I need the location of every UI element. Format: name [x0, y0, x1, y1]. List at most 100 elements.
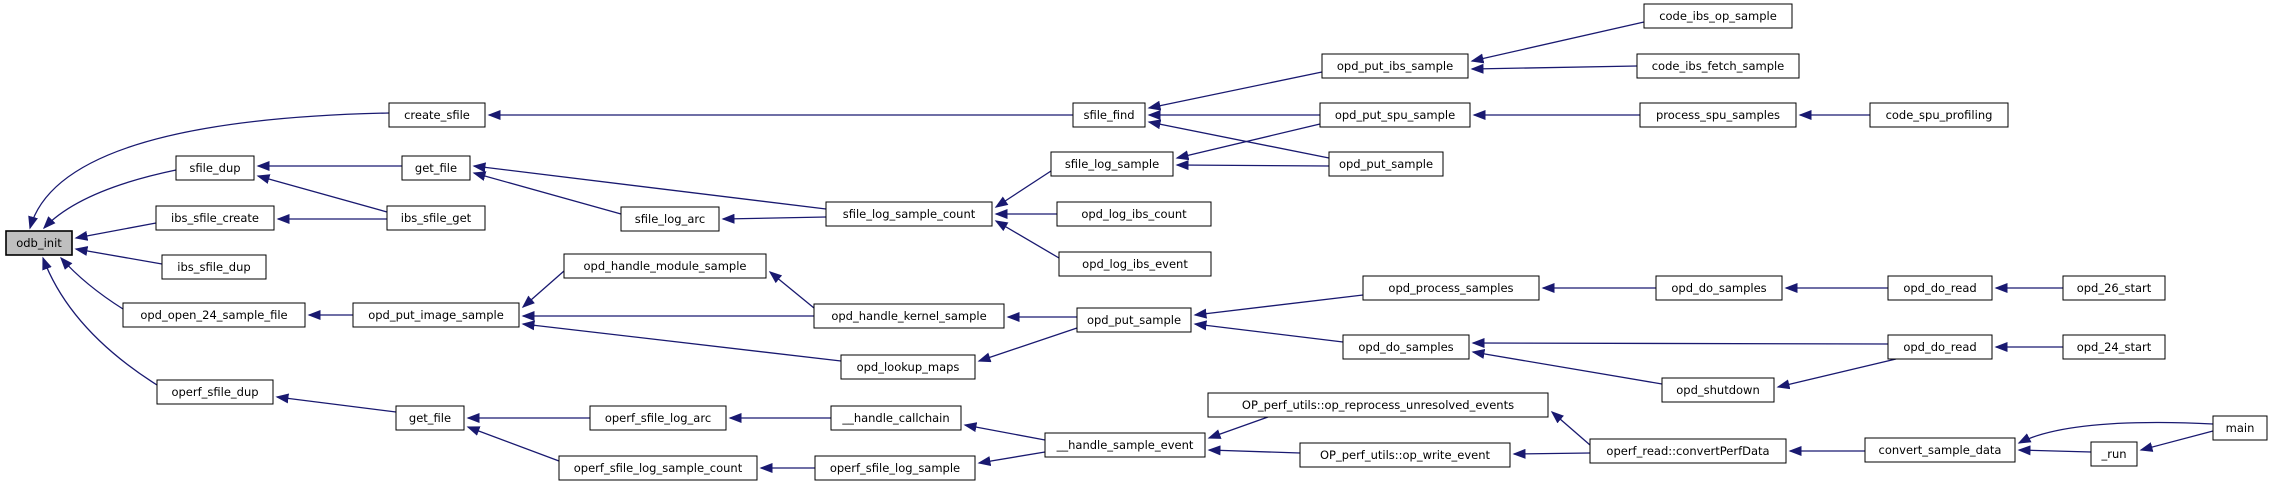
- node-opd_do_read_1[interactable]: opd_do_read: [1887, 275, 1993, 301]
- node-box-_run[interactable]: [2090, 441, 2138, 467]
- node-label-opd_do_read_2: opd_do_read: [1903, 340, 1976, 354]
- node-__handle_callchain[interactable]: __handle_callchain: [830, 405, 962, 431]
- node-operf_sfile_log_sample[interactable]: operf_sfile_log_sample: [814, 455, 976, 481]
- edge-__handle_sample_event--__handle_callchain: [963, 422, 1046, 441]
- node-box-opd_put_image_sample[interactable]: [352, 302, 520, 328]
- node-box-operf_sfile_dup[interactable]: [156, 379, 274, 405]
- node-opd_log_ibs_event[interactable]: opd_log_ibs_event: [1058, 251, 1212, 277]
- node-_run[interactable]: _run: [2090, 441, 2138, 467]
- node-box-operf_sfile_log_sample_count[interactable]: [558, 455, 758, 481]
- node-opd_put_image_sample[interactable]: opd_put_image_sample: [352, 302, 520, 328]
- node-box-code_ibs_op_sample[interactable]: [1643, 3, 1793, 29]
- node-box-opd_handle_kernel_sample[interactable]: [813, 303, 1005, 329]
- edge-sfile_log_sample_count--sfile_log_arc: [721, 213, 827, 224]
- node-box-opd_put_spu_sample[interactable]: [1319, 102, 1471, 128]
- node-__handle_sample_event[interactable]: __handle_sample_event: [1044, 432, 1206, 458]
- node-convert_sample_data[interactable]: convert_sample_data: [1864, 437, 2016, 463]
- node-opd_26_start[interactable]: opd_26_start: [2062, 275, 2166, 301]
- node-box-__handle_callchain[interactable]: [830, 405, 962, 431]
- node-operf_sfile_dup[interactable]: operf_sfile_dup: [156, 379, 274, 405]
- node-box-sfile_log_sample_count[interactable]: [825, 201, 993, 227]
- node-sfile_log_sample_count[interactable]: sfile_log_sample_count: [825, 201, 993, 227]
- node-opd_open_24_sample_file[interactable]: opd_open_24_sample_file: [122, 302, 306, 328]
- node-box-opd_open_24_sample_file[interactable]: [122, 302, 306, 328]
- node-box-sfile_log_arc[interactable]: [620, 206, 720, 232]
- node-ibs_sfile_get[interactable]: ibs_sfile_get: [386, 205, 486, 231]
- node-code_ibs_op_sample[interactable]: code_ibs_op_sample: [1643, 3, 1793, 29]
- node-box-OP_perf_utils__op_write_event[interactable]: [1299, 442, 1511, 468]
- node-ibs_sfile_dup[interactable]: ibs_sfile_dup: [161, 254, 267, 280]
- node-label-process_spu_samples: process_spu_samples: [1656, 108, 1780, 122]
- node-box-opd_do_samples_2[interactable]: [1342, 334, 1470, 360]
- node-sfile_find[interactable]: sfile_find: [1072, 102, 1146, 128]
- node-box-get_file_2[interactable]: [395, 405, 465, 431]
- node-opd_log_ibs_count[interactable]: opd_log_ibs_count: [1056, 201, 1212, 227]
- node-opd_do_read_2[interactable]: opd_do_read: [1887, 334, 1993, 360]
- node-box-create_sfile[interactable]: [388, 102, 486, 128]
- node-process_spu_samples[interactable]: process_spu_samples: [1639, 102, 1797, 128]
- node-opd_shutdown[interactable]: opd_shutdown: [1661, 377, 1775, 403]
- node-opd_put_sample_1[interactable]: opd_put_sample: [1328, 151, 1444, 177]
- node-box-opd_handle_module_sample[interactable]: [563, 253, 767, 279]
- node-code_ibs_fetch_sample[interactable]: code_ibs_fetch_sample: [1636, 53, 1800, 79]
- node-box-sfile_find[interactable]: [1072, 102, 1146, 128]
- node-operf_read__convertPerfData[interactable]: operf_read::convertPerfData: [1589, 438, 1787, 464]
- node-box-sfile_log_sample[interactable]: [1050, 151, 1174, 177]
- node-create_sfile[interactable]: create_sfile: [388, 102, 486, 128]
- node-OP_perf_utils__op_reprocess_unresolved_events[interactable]: OP_perf_utils::op_reprocess_unresolved_e…: [1207, 392, 1549, 418]
- node-box-get_file_1[interactable]: [401, 155, 471, 181]
- node-sfile_dup[interactable]: sfile_dup: [175, 155, 255, 181]
- node-get_file_1[interactable]: get_file: [401, 155, 471, 181]
- node-box-convert_sample_data[interactable]: [1864, 437, 2016, 463]
- node-opd_put_sample_2[interactable]: opd_put_sample: [1076, 307, 1192, 333]
- edge-ibs_sfile_create--odb_init: [74, 222, 157, 241]
- node-box-opd_24_start[interactable]: [2062, 334, 2166, 360]
- node-box-opd_lookup_maps[interactable]: [840, 354, 976, 380]
- node-box-opd_26_start[interactable]: [2062, 275, 2166, 301]
- node-box-opd_process_samples[interactable]: [1362, 275, 1540, 301]
- node-opd_handle_module_sample[interactable]: opd_handle_module_sample: [563, 253, 767, 279]
- node-box-__handle_sample_event[interactable]: [1044, 432, 1206, 458]
- node-box-opd_do_read_1[interactable]: [1887, 275, 1993, 301]
- node-box-opd_log_ibs_count[interactable]: [1056, 201, 1212, 227]
- node-sfile_log_arc[interactable]: sfile_log_arc: [620, 206, 720, 232]
- node-label-opd_handle_kernel_sample: opd_handle_kernel_sample: [831, 309, 986, 323]
- node-box-ibs_sfile_dup[interactable]: [161, 254, 267, 280]
- node-code_spu_profiling[interactable]: code_spu_profiling: [1869, 102, 2009, 128]
- node-opd_handle_kernel_sample[interactable]: opd_handle_kernel_sample: [813, 303, 1005, 329]
- node-box-opd_log_ibs_event[interactable]: [1058, 251, 1212, 277]
- node-label-ibs_sfile_create: ibs_sfile_create: [171, 211, 259, 225]
- node-box-process_spu_samples[interactable]: [1639, 102, 1797, 128]
- node-box-opd_put_ibs_sample[interactable]: [1321, 53, 1469, 79]
- node-opd_lookup_maps[interactable]: opd_lookup_maps: [840, 354, 976, 380]
- node-box-operf_sfile_log_arc[interactable]: [589, 405, 727, 431]
- node-box-sfile_dup[interactable]: [175, 155, 255, 181]
- node-box-ibs_sfile_create[interactable]: [155, 205, 275, 231]
- node-opd_process_samples[interactable]: opd_process_samples: [1362, 275, 1540, 301]
- node-OP_perf_utils__op_write_event[interactable]: OP_perf_utils::op_write_event: [1299, 442, 1511, 468]
- node-opd_24_start[interactable]: opd_24_start: [2062, 334, 2166, 360]
- node-get_file_2[interactable]: get_file: [395, 405, 465, 431]
- node-box-code_spu_profiling[interactable]: [1869, 102, 2009, 128]
- node-opd_put_spu_sample[interactable]: opd_put_spu_sample: [1319, 102, 1471, 128]
- node-box-opd_do_read_2[interactable]: [1887, 334, 1993, 360]
- node-opd_do_samples_1[interactable]: opd_do_samples: [1655, 275, 1783, 301]
- node-box-opd_put_sample_1[interactable]: [1328, 151, 1444, 177]
- node-box-main[interactable]: [2212, 415, 2268, 441]
- node-ibs_sfile_create[interactable]: ibs_sfile_create: [155, 205, 275, 231]
- node-label-opd_put_sample_1: opd_put_sample: [1339, 157, 1433, 171]
- node-sfile_log_sample[interactable]: sfile_log_sample: [1050, 151, 1174, 177]
- node-box-ibs_sfile_get[interactable]: [386, 205, 486, 231]
- node-box-operf_sfile_log_sample[interactable]: [814, 455, 976, 481]
- node-box-code_ibs_fetch_sample[interactable]: [1636, 53, 1800, 79]
- node-box-opd_put_sample_2[interactable]: [1076, 307, 1192, 333]
- node-operf_sfile_log_sample_count[interactable]: operf_sfile_log_sample_count: [558, 455, 758, 481]
- node-opd_do_samples_2[interactable]: opd_do_samples: [1342, 334, 1470, 360]
- node-box-opd_shutdown[interactable]: [1661, 377, 1775, 403]
- node-operf_sfile_log_arc[interactable]: operf_sfile_log_arc: [589, 405, 727, 431]
- node-main[interactable]: main: [2212, 415, 2268, 441]
- node-box-operf_read__convertPerfData[interactable]: [1589, 438, 1787, 464]
- node-box-OP_perf_utils__op_reprocess_unresolved_events[interactable]: [1207, 392, 1549, 418]
- node-box-opd_do_samples_1[interactable]: [1655, 275, 1783, 301]
- node-opd_put_ibs_sample[interactable]: opd_put_ibs_sample: [1321, 53, 1469, 79]
